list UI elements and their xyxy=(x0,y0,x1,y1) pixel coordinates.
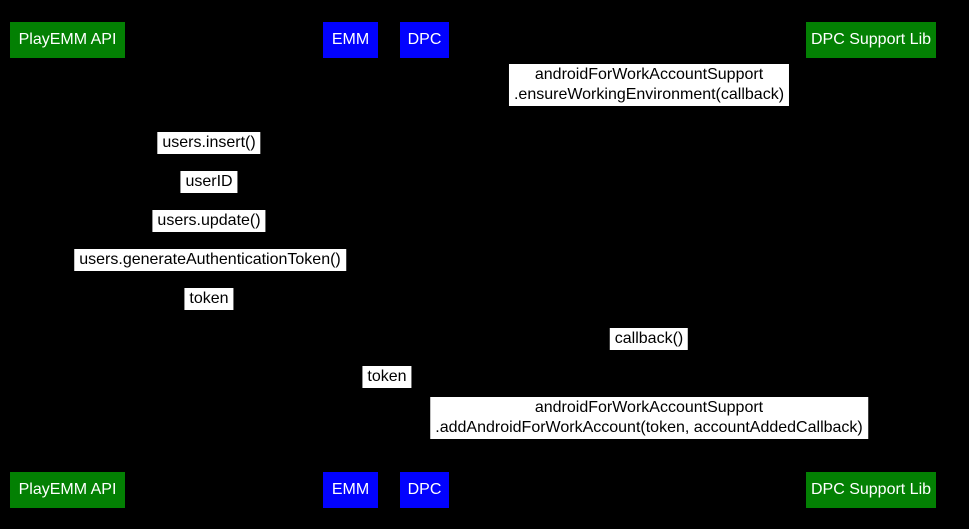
message-text-line: users.generateAuthenticationToken() xyxy=(79,251,341,268)
message-token-to-dpc: token xyxy=(362,366,412,388)
message-text-line: token xyxy=(189,290,229,307)
message-add-android-for-work-account: androidForWorkAccountSupport .addAndroid… xyxy=(430,397,868,439)
participant-dpc-support-lib-bottom: DPC Support Lib xyxy=(806,472,936,508)
message-users-generate-authentication-token: users.generateAuthenticationToken() xyxy=(74,249,346,271)
message-text-line: users.insert() xyxy=(162,134,256,151)
message-text-line: token xyxy=(367,368,407,385)
participant-emm-top: EMM xyxy=(323,22,378,58)
message-callback: callback() xyxy=(609,328,689,350)
participant-playemm-api-top: PlayEMM API xyxy=(10,22,125,58)
message-token-to-emm: token xyxy=(184,288,234,310)
message-users-update: users.update() xyxy=(152,210,266,232)
message-text-line: users.update() xyxy=(157,212,261,229)
message-text-line: .ensureWorkingEnvironment(callback) xyxy=(513,86,785,103)
message-text-line: androidForWorkAccountSupport xyxy=(534,399,764,416)
message-users-insert: users.insert() xyxy=(157,132,261,154)
message-text-line: callback() xyxy=(614,330,684,347)
message-text-line: userID xyxy=(185,173,233,190)
participant-dpc-bottom: DPC xyxy=(400,472,449,508)
participant-emm-bottom: EMM xyxy=(323,472,378,508)
participant-playemm-api-bottom: PlayEMM API xyxy=(10,472,125,508)
participant-dpc-top: DPC xyxy=(400,22,449,58)
message-ensure-working-environment: androidForWorkAccountSupport .ensureWork… xyxy=(508,64,790,106)
message-text-line: .addAndroidForWorkAccount(token, account… xyxy=(435,419,863,436)
message-userid: userID xyxy=(180,171,238,193)
message-text-line: androidForWorkAccountSupport xyxy=(534,66,764,83)
participant-dpc-support-lib-top: DPC Support Lib xyxy=(806,22,936,58)
